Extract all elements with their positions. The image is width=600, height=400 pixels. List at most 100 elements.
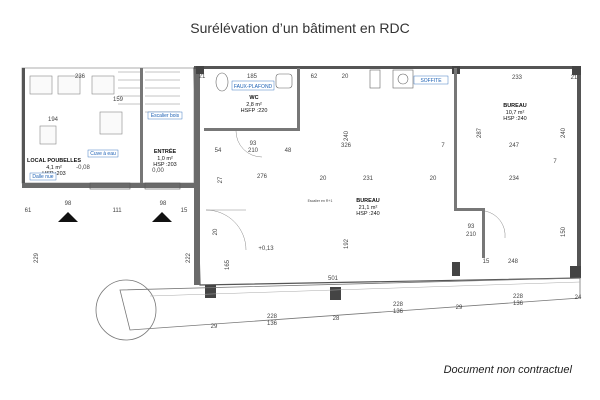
door-swing — [235, 130, 263, 158]
stair-treads — [118, 71, 180, 113]
dimension-label: 27 — [218, 176, 224, 183]
dimension-label: 222 — [186, 252, 192, 263]
dimension-label: 233 — [512, 75, 523, 81]
room-name-bureau-main: BUREAU — [356, 198, 380, 204]
post — [572, 66, 581, 75]
dimension-label: 7 — [553, 159, 557, 165]
left-bottom-wall — [22, 183, 194, 188]
dimension-label: 236 — [75, 74, 86, 80]
bin — [29, 75, 53, 95]
stair-wall — [140, 68, 143, 183]
room-hsp-bureau-main: HSP :240 — [356, 211, 379, 217]
post — [196, 66, 204, 74]
main-top-wall — [194, 66, 580, 69]
dimension-label: 29 — [211, 324, 218, 330]
dimension-label: 185 — [247, 74, 258, 80]
dimension-label: 98 — [65, 201, 72, 207]
dimension-label: 28 — [333, 316, 340, 322]
dimension-label: 159 — [113, 97, 124, 103]
dimension-label: 54 — [215, 148, 222, 154]
partition-wall — [454, 68, 457, 208]
room-area-entree: 1,0 m² — [157, 156, 173, 162]
dimension-label: 210 — [248, 148, 259, 154]
dimension-label: 231 — [363, 176, 374, 182]
room-hsp-entree: HSP :203 — [153, 162, 176, 168]
dimension-label: 192 — [344, 238, 350, 249]
terrace-round-end — [95, 279, 157, 341]
left-wall — [22, 68, 25, 183]
dimension-label: 194 — [48, 117, 59, 123]
dimension-label: 229 — [34, 252, 40, 263]
note-escalier: Escalier en R+1 — [308, 199, 333, 203]
dimension-label: 7 — [441, 143, 445, 149]
post — [205, 285, 216, 298]
appliance — [392, 69, 414, 89]
note-escalier-bois: Escalier bois — [151, 113, 180, 119]
dimension-label: 150 — [561, 226, 567, 237]
post — [452, 262, 460, 276]
note-box — [147, 111, 183, 120]
dimension-label: 165 — [225, 259, 231, 270]
dimension-label: -0,08 — [76, 165, 90, 171]
dimension-label: 24 — [575, 295, 582, 301]
dimension-label: 228 — [393, 302, 404, 308]
bin — [99, 111, 123, 135]
note-faux-plafond: FAUX-PLAFOND — [234, 84, 273, 90]
note-box — [231, 80, 275, 91]
dimension-label: 48 — [285, 148, 292, 154]
note-box — [87, 149, 119, 158]
dimension-label: 93 — [468, 224, 475, 230]
dimension-label: 247 — [509, 143, 520, 149]
dimension-label: 248 — [508, 259, 519, 265]
bin — [39, 125, 57, 145]
terrace-line — [149, 281, 581, 297]
page-title: Surélévation d’un bâtiment en RDC — [190, 20, 410, 36]
dimension-label: 240 — [561, 127, 567, 138]
dimension-label: 93 — [250, 141, 257, 147]
room-area-local-poubelles: 4,1 m² — [46, 165, 62, 171]
wc-wall — [204, 128, 300, 131]
sink-icon — [275, 73, 293, 89]
door-swing — [205, 209, 247, 251]
dimension-label: 234 — [509, 176, 520, 182]
dimension-label: 210 — [466, 232, 477, 238]
main-right-wall — [577, 66, 581, 278]
dimension-label: 228 — [267, 314, 278, 320]
room-area-bureau-right: 10,7 m² — [506, 110, 525, 116]
bin — [91, 75, 115, 95]
entry-arrow-icon — [58, 212, 78, 222]
dimension-label: 136 — [267, 321, 278, 327]
dimension-label: 501 — [328, 276, 339, 282]
terrace-outline — [119, 277, 581, 331]
dimension-label: 20 — [430, 176, 437, 182]
post — [570, 266, 581, 278]
main-left-wall — [194, 68, 200, 285]
dimension-label: 15 — [181, 208, 188, 214]
note-soffite: SOFFITE — [420, 78, 442, 84]
door-swing — [484, 210, 506, 239]
dimension-label: 276 — [257, 174, 268, 180]
dimension-label: 20 — [320, 176, 327, 182]
dimension-label: 20 — [342, 74, 349, 80]
dimension-label: 136 — [393, 309, 404, 315]
room-name-local-poubelles: LOCAL POUBELLES — [27, 158, 81, 164]
dimension-label: 111 — [112, 208, 122, 214]
note-cuve-a-eau: Cuve à eau — [90, 151, 116, 157]
dimension-label: 61 — [25, 208, 32, 214]
room-hsp-bureau-right: HSP :240 — [503, 116, 526, 122]
room-area-bureau-main: 21,1 m² — [359, 205, 378, 211]
room-hsfp-wc: HSFP :220 — [241, 108, 268, 114]
note-box — [29, 172, 57, 181]
door-opening — [144, 182, 181, 190]
dimension-label: +0,13 — [258, 246, 274, 252]
dimension-label: 29 — [456, 305, 463, 311]
dimension-label: 228 — [513, 294, 524, 300]
dimension-label: 240 — [344, 130, 350, 141]
dimension-label: 21 — [571, 75, 578, 81]
dimension-label: 21 — [199, 74, 206, 80]
bin — [57, 75, 81, 95]
dimension-label: 0,00 — [152, 168, 164, 174]
toilet-icon — [215, 72, 229, 92]
disclaimer: Document non contractuel — [443, 364, 572, 376]
